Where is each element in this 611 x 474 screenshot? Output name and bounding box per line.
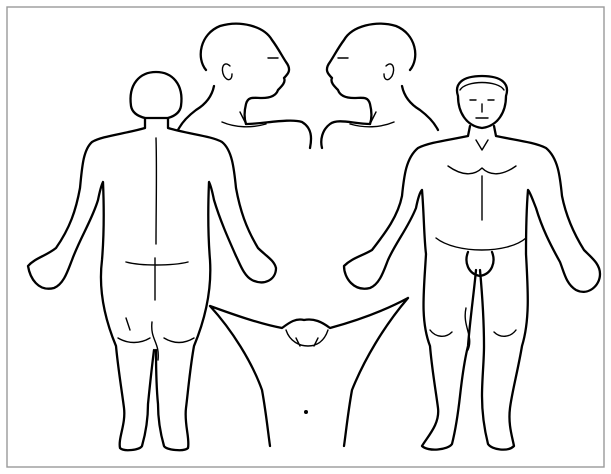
posterior-body-left (28, 118, 154, 450)
anterior-head (457, 76, 507, 128)
perineum-outline (210, 298, 408, 446)
posterior-view (28, 72, 276, 450)
right-profile-ear (222, 64, 232, 80)
anterior-chest (448, 140, 516, 174)
posterior-body-right (156, 118, 276, 450)
right-profile-head (201, 24, 289, 124)
diagram-frame (7, 7, 604, 467)
anterior-hair (460, 83, 504, 91)
left-profile-view (321, 24, 438, 148)
left-profile-neck-shoulders (321, 86, 438, 148)
perineum-view (210, 298, 408, 446)
right-profile-view (178, 24, 311, 148)
anterior-body-left (344, 126, 476, 450)
left-profile-head (327, 24, 415, 124)
anterior-view (344, 76, 600, 450)
posterior-head (131, 72, 182, 118)
posterior-gluteal-line (126, 258, 188, 300)
anterior-abdomen (436, 176, 526, 250)
perineum-genital-area (286, 330, 328, 346)
perineum-anus (304, 410, 308, 414)
anterior-knees (430, 308, 516, 350)
anterior-face (470, 100, 494, 118)
left-profile-ear (384, 64, 394, 80)
anterior-body-right (480, 126, 600, 450)
